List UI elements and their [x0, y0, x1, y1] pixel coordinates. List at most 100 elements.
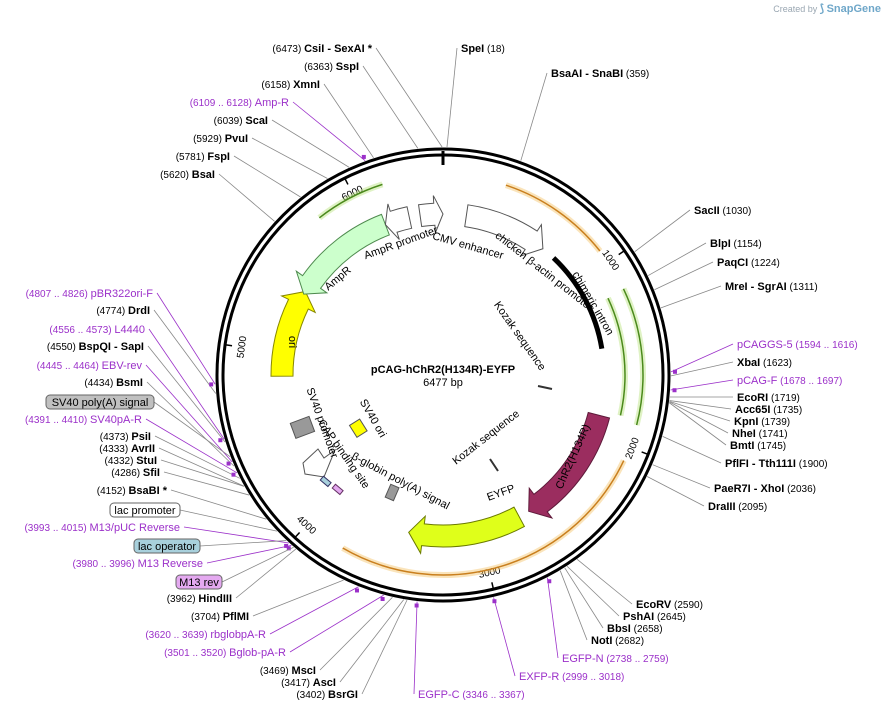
- enzyme-site-avrii[interactable]: (4333) AvrII: [99, 443, 155, 455]
- enzyme-site-sacii[interactable]: SacII (1030): [694, 205, 751, 217]
- feature-tag-lac-promoter[interactable]: lac promoter: [109, 502, 181, 518]
- enzyme-site-ecori[interactable]: EcoRI (1719): [737, 392, 800, 404]
- enzyme-site-msci[interactable]: (3469) MscI: [260, 665, 316, 677]
- credit-prefix: Created by: [773, 4, 818, 14]
- enzyme-site-bspqi[interactable]: (4550) BspQI - SapI: [47, 341, 144, 353]
- enzyme-site-bsabi[interactable]: (4152) BsaBI *: [97, 485, 168, 497]
- enzyme-site-bsmi[interactable]: (4434) BsmI: [84, 377, 143, 389]
- enzyme-site-bbsi[interactable]: BbsI (2658): [607, 623, 663, 635]
- feature-beta-globin-polya[interactable]: [384, 483, 400, 502]
- feature-tag-box: [109, 502, 181, 518]
- enzyme-site-xbai[interactable]: XbaI (1623): [737, 357, 792, 369]
- enzyme-label: BbsI (2658): [607, 623, 663, 635]
- enzyme-leader-line: [564, 567, 604, 629]
- feature-tag-lac-operator[interactable]: lac operator: [133, 538, 201, 554]
- enzyme-site-psii[interactable]: (4373) PsiI: [100, 431, 151, 443]
- primer-m13-puc-reverse[interactable]: (3993 .. 4015) M13/pUC Reverse: [24, 522, 180, 534]
- feature-ori[interactable]: [270, 290, 317, 377]
- orf-band-1-line: [505, 184, 601, 252]
- feature-tag-sv40-poly-a-signal[interactable]: SV40 poly(A) signal: [45, 394, 155, 410]
- primer-bglob-pa-r[interactable]: (3501 .. 3520) Bglob-pA-R: [164, 647, 286, 659]
- enzyme-site-sspi[interactable]: (6363) SspI: [304, 61, 359, 73]
- enzyme-label: (4550) BspQI - SapI: [47, 341, 144, 353]
- enzyme-site-paer7i[interactable]: PaeR7I - XhoI (2036): [714, 483, 816, 495]
- enzyme-leader-line: [375, 47, 443, 148]
- primer-sv40pa-r[interactable]: (4391 .. 4410) SV40pA-R: [25, 414, 142, 426]
- primer-leader-line: [413, 601, 418, 695]
- feature-chr2-h134r-[interactable]: [528, 411, 611, 519]
- primer-leader-line: [156, 292, 216, 385]
- primer-label: (3501 .. 3520) Bglob-pA-R: [164, 647, 286, 659]
- enzyme-site-drdi[interactable]: (4774) DrdI: [96, 305, 150, 317]
- enzyme-site-bsrgi[interactable]: (3402) BsrGI: [296, 689, 358, 701]
- enzyme-leader-line: [235, 548, 297, 599]
- enzyme-site-bsai[interactable]: (5620) BsaI: [160, 169, 215, 181]
- feature-chicken-actin-promoter[interactable]: [464, 204, 544, 257]
- scale-tick: [344, 178, 349, 185]
- enzyme-leader-line: [669, 400, 732, 410]
- feature-ampr-promoter[interactable]: [384, 203, 413, 240]
- scale-tick-label: 3000: [478, 565, 503, 581]
- enzyme-site-bsaai[interactable]: BsaAI - SnaBI (359): [551, 68, 649, 80]
- enzyme-site-csii[interactable]: (6473) CsiI - SexAI *: [272, 43, 372, 55]
- primer-ebv-rev[interactable]: (4445 .. 4464) EBV-rev: [37, 360, 143, 372]
- enzyme-site-stui[interactable]: (4332) StuI: [105, 455, 157, 467]
- primer-pcaggs-5[interactable]: pCAGGS-5 (1594 .. 1616): [737, 339, 858, 351]
- enzyme-site-noti[interactable]: NotI (2682): [591, 635, 644, 647]
- primer-amp-r[interactable]: (6109 .. 6128) Amp-R: [190, 97, 289, 109]
- feature-tag-box: [45, 394, 155, 410]
- feature-m13-rev[interactable]: [331, 483, 344, 496]
- feature-sv40-promoter[interactable]: [302, 448, 337, 478]
- enzyme-site-xmni[interactable]: (6158) XmnI: [261, 79, 320, 91]
- feature-tag-m13-rev[interactable]: M13 rev: [175, 574, 223, 590]
- feature-eyfp[interactable]: [408, 506, 526, 555]
- feature-sv40-ori[interactable]: [348, 418, 368, 438]
- feature-lac-operator[interactable]: [319, 475, 332, 488]
- enzyme-leader-line: [251, 137, 328, 179]
- enzyme-site-draiii[interactable]: DraIII (2095): [708, 501, 767, 513]
- enzyme-site-pflmi[interactable]: (3704) PflMI: [191, 611, 249, 623]
- enzyme-site-blpi[interactable]: BlpI (1154): [710, 238, 762, 250]
- primer-egfp-c[interactable]: EGFP-C (3346 .. 3367): [418, 689, 525, 701]
- feature-label-kozak-2: Kozak sequence: [450, 408, 521, 468]
- enzyme-site-asci[interactable]: (3417) AscI: [281, 677, 336, 689]
- primer-m13-reverse[interactable]: (3980 .. 3996) M13 Reverse: [73, 558, 203, 570]
- enzyme-site-pshai[interactable]: PshAI (2645): [623, 611, 686, 623]
- enzyme-label: BmtI (1745): [730, 440, 786, 452]
- feature-cmv-enhancer[interactable]: [417, 195, 444, 234]
- primer-l4440[interactable]: (4556 .. 4573) L4440: [49, 324, 145, 336]
- enzyme-site-spei[interactable]: SpeI (18): [461, 43, 505, 55]
- primer-pcag-f[interactable]: pCAG-F (1678 .. 1697): [737, 375, 842, 387]
- enzyme-site-paqci[interactable]: PaqCI (1224): [717, 257, 780, 269]
- primer-egfp-n[interactable]: EGFP-N (2738 .. 2759): [562, 653, 669, 665]
- enzyme-site-kpni[interactable]: KpnI (1739): [734, 416, 790, 428]
- enzyme-site-pflfi[interactable]: PflFI - Tth111I (1900): [725, 458, 828, 470]
- primer-exfp-r[interactable]: EXFP-R (2999 .. 3018): [519, 671, 624, 683]
- primer-label: EGFP-C (3346 .. 3367): [418, 689, 525, 701]
- primer-rbglobpa-r[interactable]: (3620 .. 3639) rbglobpA-R: [145, 629, 266, 641]
- enzyme-site-sfii[interactable]: (4286) SfiI: [111, 467, 160, 479]
- feature-chimeric-intron[interactable]: [551, 256, 605, 350]
- enzyme-site-ecorv[interactable]: EcoRV (2590): [636, 599, 703, 611]
- primer-pbr322ori-f[interactable]: (4807 .. 4826) pBR322ori-F: [26, 288, 154, 300]
- enzyme-label: (4774) DrdI: [96, 305, 150, 317]
- enzyme-site-fspi[interactable]: (5781) FspI: [176, 151, 230, 163]
- enzyme-site-mrei[interactable]: MreI - SgrAI (1311): [725, 281, 818, 293]
- enzyme-leader-line: [158, 447, 245, 487]
- enzyme-leader-line: [559, 570, 588, 641]
- enzyme-site-hindiii[interactable]: (3962) HindIII: [167, 593, 232, 605]
- feature-sv40-polya-box[interactable]: [289, 415, 316, 440]
- primer-label: (3620 .. 3639) rbglobpA-R: [145, 629, 266, 641]
- enzyme-site-pvui[interactable]: (5929) PvuI: [193, 133, 248, 145]
- enzyme-site-acc65i[interactable]: Acc65I (1735): [735, 404, 802, 416]
- enzyme-site-nhei[interactable]: NheI (1741): [732, 428, 788, 440]
- enzyme-label: (4152) BsaBI *: [97, 485, 168, 497]
- primer-mark: [672, 369, 677, 374]
- enzyme-site-scai[interactable]: (6039) ScaI: [214, 115, 268, 127]
- enzyme-site-bmti[interactable]: BmtI (1745): [730, 440, 786, 452]
- feature-ampr[interactable]: [295, 213, 391, 295]
- feature-tag-leader: [179, 509, 277, 532]
- primer-mark: [226, 461, 231, 466]
- primer-label: pCAGGS-5 (1594 .. 1616): [737, 339, 858, 351]
- enzyme-label: (3962) HindIII: [167, 593, 232, 605]
